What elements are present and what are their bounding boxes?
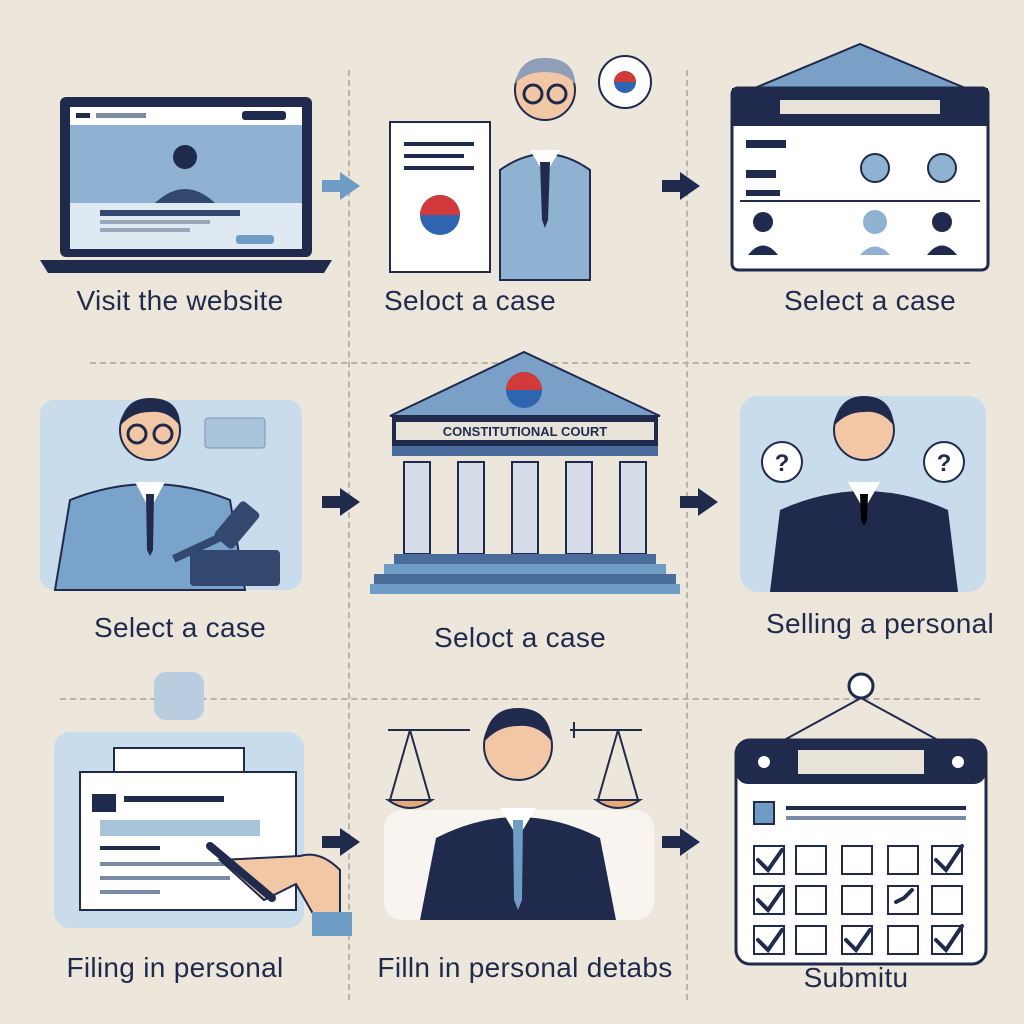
arrow-right-icon [680,488,718,516]
arrow-right-icon [662,172,700,200]
arrow-right-icon [322,172,360,200]
step-label: Seloct a case [434,622,606,653]
separator-col-2 [686,70,688,1000]
separator-col-1 [348,70,350,1000]
checklist-board-illustration [734,672,988,966]
confused-person-illustration: ? ? [740,396,986,592]
step-select-case-judge: Select a case [40,380,340,700]
official-with-document-illustration [389,55,652,281]
laptop-illustration [40,97,332,273]
step-select-case-court: CONSTITUTIONAL COURT Seloct a case [370,350,680,670]
step-label: Filing in personal [66,952,284,983]
step-label: Submitu [803,962,909,993]
step-label: Select a case [784,285,956,316]
court-banner: CONSTITUTIONAL COURT [443,424,607,439]
case-board-illustration [730,42,990,272]
step-label: Seloct a case [384,285,556,316]
step-label: Select a case [94,612,266,643]
step-selling-personal: ? ? Selling a personal [720,380,1020,700]
step-select-case-board: Select a case [720,40,1020,360]
separator-row-2 [60,698,980,700]
arrow-right-icon [322,488,360,516]
form-with-hand-illustration [54,672,352,936]
step-visit-website: Visit the website [30,80,332,400]
justice-person-illustration [384,708,654,920]
step-fill-in-details: Filln in personal detabs [370,700,672,1020]
step-label: Selling a personal [766,608,994,639]
arrow-right-icon [662,828,700,856]
step-label: Visit the website [76,285,284,316]
svg-text:?: ? [937,450,952,477]
step-filing-personal: Filing in personal [50,670,352,990]
step-submit: Submitu [726,670,1024,993]
step-select-case-official: Seloct a case [370,50,670,370]
svg-text:?: ? [775,450,790,477]
arrow-right-icon [322,828,360,856]
step-label: Filln in personal detabs [377,952,673,983]
judge-gavel-illustration [40,398,302,591]
court-building-illustration: CONSTITUTIONAL COURT [370,350,680,594]
